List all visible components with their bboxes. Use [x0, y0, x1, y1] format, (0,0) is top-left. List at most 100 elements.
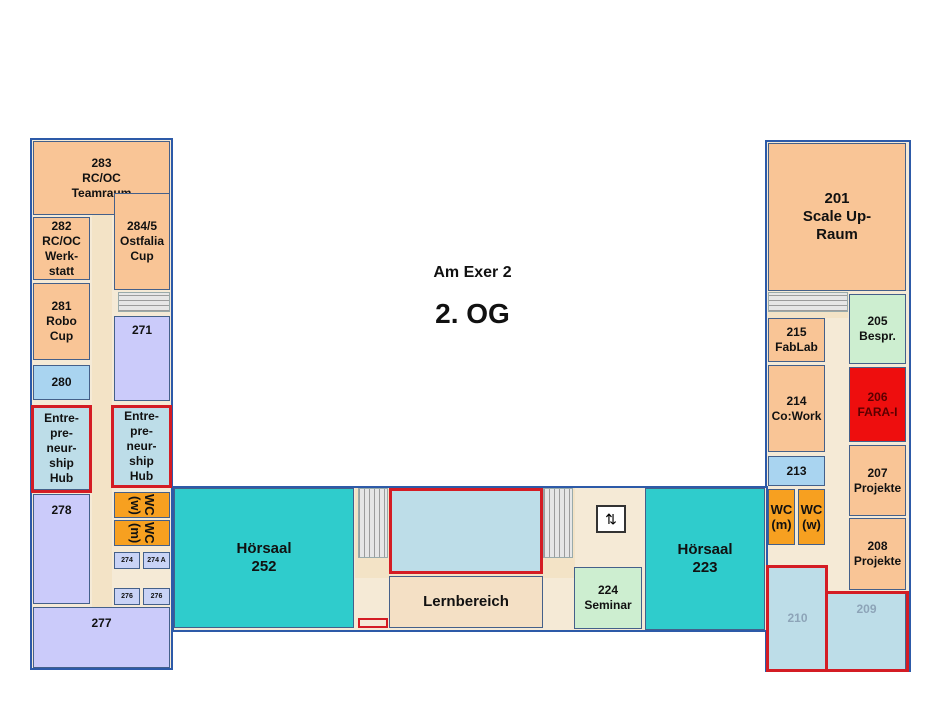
- stairs-east: [768, 292, 848, 312]
- stairs-west: [118, 292, 170, 312]
- room-223-hoersaal-label-1: 223: [692, 559, 718, 576]
- room-274[interactable]: 274: [114, 552, 140, 569]
- room-205-besprechung-label-1: Bespr.: [859, 329, 896, 343]
- wc-men-west[interactable]: WC (m): [114, 520, 170, 546]
- room-215-fablab-label-1: FabLab: [775, 340, 818, 354]
- room-270-entrepreneurship-hub-label-2: neur-: [46, 440, 77, 455]
- room-215-fablab-label-0: 215: [786, 325, 807, 339]
- room-276-b[interactable]: 276: [143, 588, 170, 605]
- elevator-icon[interactable]: ⇅: [596, 505, 626, 533]
- room-252-hoersaal-label-0: Hörsaal: [236, 540, 292, 557]
- wc-women-west[interactable]: WC (w): [114, 492, 170, 518]
- room-201-scale-up-label-0: 201: [824, 190, 850, 207]
- stairs-center-right: [543, 488, 573, 558]
- room-270-entrepreneurship-hub-label-4: Hub: [49, 470, 74, 485]
- room-206-fara-label-1: FARA-I: [857, 404, 898, 419]
- room-276-a[interactable]: 276: [114, 588, 140, 605]
- room-213-label-0: 213: [786, 463, 807, 478]
- room-252-hoersaal-label-1: 252: [251, 558, 277, 575]
- room-272-entrepreneurship-hub-label-4: Hub: [129, 468, 154, 483]
- room-207-projekte-label-1: Projekte: [853, 480, 902, 495]
- wc-women-east-label-1: (w): [802, 517, 821, 532]
- room-224-seminar-label-1: Seminar: [584, 598, 632, 612]
- wc-women-east-label-0: WC: [800, 502, 823, 517]
- room-271[interactable]: 271: [114, 316, 170, 401]
- room-213[interactable]: 213: [768, 456, 825, 486]
- floor-label: 2. OG: [435, 298, 510, 329]
- room-208-projekte-label-1: Projekte: [853, 554, 902, 568]
- wc-women-west-label: WC (w): [128, 494, 157, 516]
- room-280[interactable]: 280: [33, 365, 90, 400]
- room-274a-label-0: 274 A: [147, 556, 166, 564]
- room-282-label-0: 282: [51, 218, 72, 233]
- room-272-entrepreneurship-hub-label-0: Entre-: [124, 408, 159, 423]
- room-277-label-0: 277: [91, 616, 112, 630]
- room-209-label-0: 209: [856, 602, 877, 616]
- room-center-glass[interactable]: [389, 488, 543, 574]
- room-210-label-0: 210: [787, 611, 808, 625]
- room-209[interactable]: 209: [827, 593, 906, 670]
- room-284-5-label-2: Cup: [130, 249, 154, 263]
- stairs-center-left: [358, 488, 388, 558]
- lernbereich-label-0: Lernbereich: [423, 593, 509, 610]
- room-207-projekte-label-0: 207: [867, 465, 888, 480]
- room-282-label-1: RC/OC: [42, 233, 81, 248]
- room-270-entrepreneurship-hub-label-0: Entre-: [44, 410, 79, 425]
- room-276-a-label-0: 276: [121, 592, 133, 600]
- building-name: Am Exer 2: [433, 264, 512, 281]
- room-276-b-label-0: 276: [150, 592, 163, 600]
- room-274a[interactable]: 274 A: [143, 552, 170, 569]
- room-272-entrepreneurship-hub-label-3: ship: [129, 453, 154, 468]
- room-224-seminar-label-0: 224: [597, 583, 619, 597]
- room-281-label-0: 281: [51, 299, 72, 313]
- room-201-scale-up-label-1: Scale Up-: [802, 208, 872, 225]
- room-214-cowork-label-0: 214: [786, 393, 807, 408]
- wc-men-east-label-1: (m): [771, 517, 792, 532]
- room-208-projekte-label-0: 208: [867, 539, 888, 553]
- room-272-entrepreneurship-hub-label-2: neur-: [126, 438, 157, 453]
- room-282-label-3: statt: [48, 263, 75, 278]
- wc-women-east[interactable]: WC(w): [798, 489, 825, 545]
- room-281-label-2: Cup: [49, 329, 74, 343]
- room-284-5-label-0: 284/5: [126, 219, 158, 233]
- room-205-besprechung-label-0: 205: [867, 314, 888, 328]
- wc-men-east-label-0: WC: [770, 502, 793, 517]
- room-280-label-0: 280: [51, 375, 72, 389]
- room-274-label-0: 274: [121, 556, 133, 564]
- room-201-scale-up-label-2: Raum: [816, 226, 858, 243]
- room-270-entrepreneurship-hub-label-1: pre-: [50, 425, 73, 440]
- room-282-label-2: Werk-: [44, 248, 79, 263]
- lernbereich[interactable]: Lernbereich: [389, 576, 543, 628]
- room-277[interactable]: 277: [33, 607, 170, 668]
- room-278-label-0: 278: [51, 503, 72, 517]
- west-corridor: [92, 215, 112, 610]
- room-278[interactable]: 278: [33, 494, 90, 604]
- room-206-fara-label-0: 206: [867, 389, 888, 404]
- room-223-hoersaal-label-0: Hörsaal: [677, 541, 733, 558]
- wc-men-west-label: WC (m): [128, 522, 157, 544]
- room-271-label-0: 271: [131, 323, 153, 337]
- room-284-5-label-1: Ostfalia: [119, 234, 164, 248]
- wc-men-east[interactable]: WC(m): [768, 489, 795, 545]
- room-210[interactable]: 210: [768, 567, 827, 670]
- room-270-entrepreneurship-hub-label-3: ship: [49, 455, 74, 470]
- room-214-cowork-label-1: Co:Work: [771, 408, 822, 423]
- room-283-label-1: RC/OC: [82, 170, 121, 185]
- room-283-label-0: 283: [91, 155, 112, 170]
- room-281-label-1: Robo: [46, 314, 77, 328]
